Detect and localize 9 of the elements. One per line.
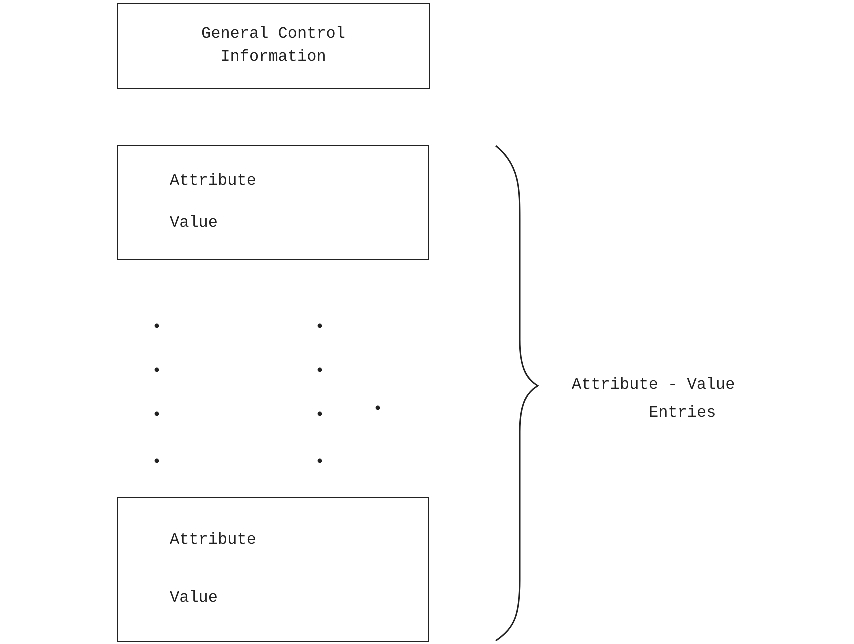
brace-label: Attribute - Value Entries	[572, 375, 736, 424]
record-box	[117, 145, 429, 260]
field-label: Attribute	[170, 530, 256, 552]
record-box	[117, 497, 429, 642]
field-label: Value	[170, 213, 218, 234]
field-label: Attribute	[170, 170, 256, 192]
field-label: Value	[170, 588, 218, 609]
record-box	[117, 3, 430, 89]
field-label: General Control Information	[200, 24, 347, 68]
